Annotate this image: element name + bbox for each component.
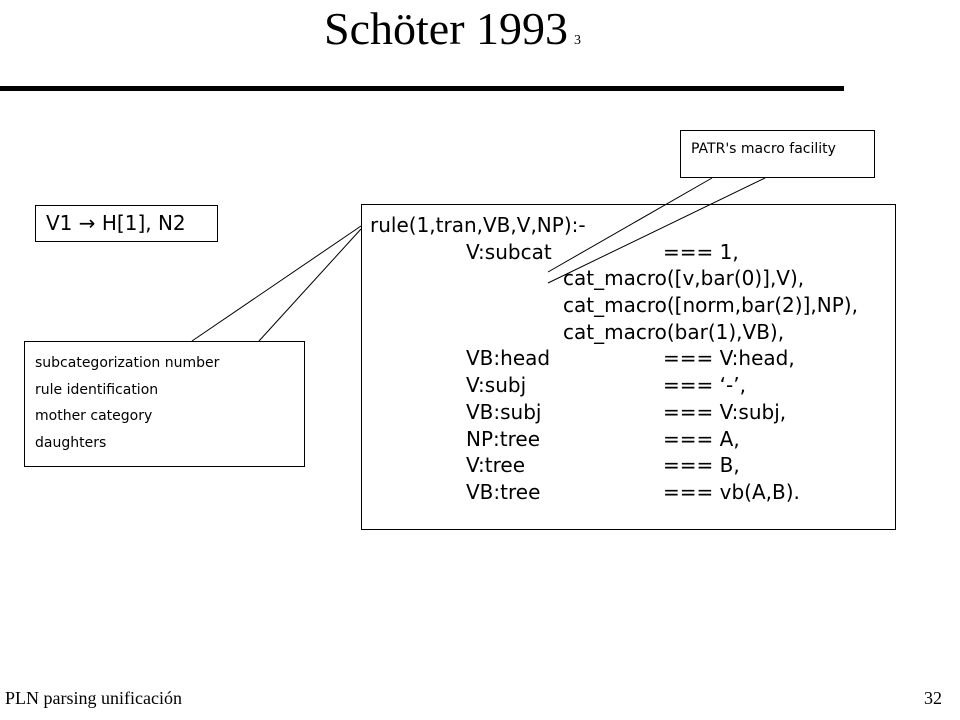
footer-course: PLN parsing unificación xyxy=(5,688,182,708)
code-box: rule(1,tran,VB,V,NP):- V:subcat === 1, ca… xyxy=(361,204,896,530)
code-line: VB:tree === vb(A,B). xyxy=(370,479,895,506)
code-lhs: VB:subj xyxy=(466,399,542,424)
code-lhs: V:tree xyxy=(466,453,526,478)
code-line: cat_macro([norm,bar(2)],NP), xyxy=(370,292,895,319)
code-line: V:subcat === 1, xyxy=(370,239,895,266)
slide-title: Schöter 1993 3 xyxy=(324,2,581,55)
note-item: mother category xyxy=(35,408,153,424)
callout-connector-line xyxy=(547,177,766,284)
code-rhs: === vb(A,B). xyxy=(663,479,800,504)
code-rhs: === A, xyxy=(663,426,740,451)
code-line: cat_macro([v,bar(0)],V), xyxy=(370,265,895,292)
code-head-text: rule(1,tran,VB,V,NP):- xyxy=(370,213,586,237)
code-lhs: VB:tree xyxy=(466,479,541,504)
note-item: rule identification xyxy=(35,381,159,398)
code-lhs: V:subj xyxy=(466,373,527,398)
title-suffix: 3 xyxy=(574,33,582,48)
patr-callout-box: PATR's macro facility xyxy=(680,130,875,178)
code-rhs: === ‘-’, xyxy=(663,373,746,398)
page-number: 32 xyxy=(924,688,942,708)
notes-connector-line xyxy=(258,228,362,342)
note-item: daughters xyxy=(35,434,107,451)
callout-connector-line xyxy=(547,177,713,273)
code-rhs: === V:head, xyxy=(663,346,795,371)
title-underline xyxy=(0,86,844,91)
grammar-rule-box: V1 → H[1], N2 xyxy=(35,205,218,242)
code-line: V:subj === ‘-’, xyxy=(370,372,895,399)
code-lhs: VB:head xyxy=(466,346,551,371)
code-rhs: === V:subj, xyxy=(663,399,787,424)
code-cont: cat_macro(bar(1),VB), xyxy=(563,319,785,344)
code-cont: cat_macro([v,bar(0)],V), xyxy=(563,266,805,291)
code-line: VB:subj === V:subj, xyxy=(370,399,895,426)
rule-lhs: V1 xyxy=(46,211,73,235)
notes-connector-line xyxy=(191,225,362,342)
code-line: cat_macro(bar(1),VB), xyxy=(370,319,895,346)
code-line: VB:head === V:head, xyxy=(370,345,895,372)
rule-rhs: H[1], N2 xyxy=(101,211,186,235)
callout-text: PATR's macro facility xyxy=(691,141,836,157)
code-lhs: V:subcat xyxy=(466,239,552,264)
code-head: rule(1,tran,VB,V,NP):- xyxy=(370,212,895,239)
code-cont: cat_macro([norm,bar(2)],NP), xyxy=(563,293,858,318)
code-rhs: === 1, xyxy=(663,239,739,264)
code-line: V:tree === B, xyxy=(370,452,895,479)
code-lhs: NP:tree xyxy=(466,426,540,451)
notes-box: subcategorization number rule identifica… xyxy=(24,341,305,467)
code-line: NP:tree === A, xyxy=(370,426,895,453)
title-text: Schöter 1993 xyxy=(324,3,569,54)
note-item: subcategorization number xyxy=(35,355,220,371)
code-rhs: === B, xyxy=(663,453,740,478)
arrow-icon: → xyxy=(78,211,96,235)
